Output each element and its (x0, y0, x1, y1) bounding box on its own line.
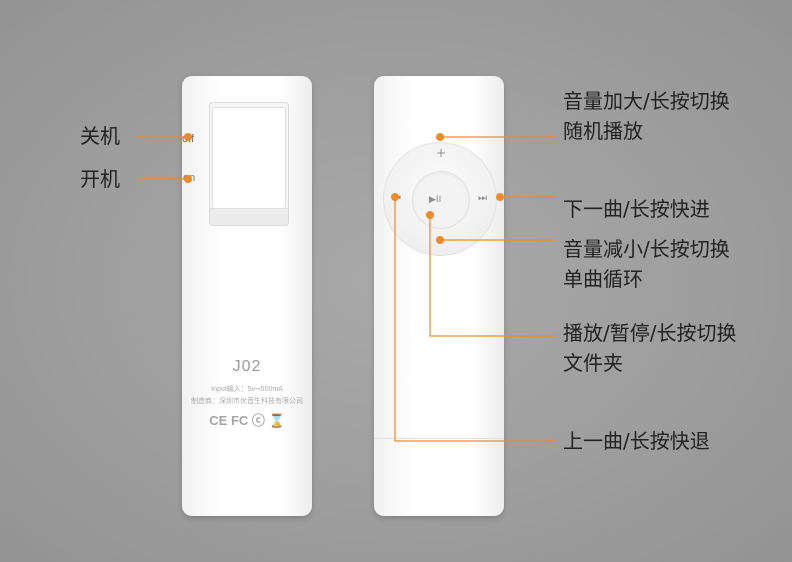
player-back: off on J02 Input输入：5v⎓500mA 制造商：深圳市优音生科技… (182, 76, 312, 516)
dot-volume-up (436, 133, 444, 141)
leader-play-pause (429, 215, 556, 337)
certification-marks: CE FC ⓒ ⌛ (209, 413, 285, 428)
label-play-pause: 播放/暂停/长按切换 文件夹 (563, 318, 736, 378)
label-volume-up-line1: 音量加大/长按切换 (563, 89, 730, 113)
label-volume-down-line1: 音量减小/长按切换 (563, 237, 730, 261)
dot-play-pause (426, 211, 434, 219)
label-volume-down: 音量减小/长按切换 单曲循环 (563, 234, 730, 294)
label-power-on: 开机 (80, 167, 120, 191)
next-icon[interactable]: ⏭ (478, 193, 487, 204)
label-next: 下一曲/长按快进 (563, 197, 710, 221)
label-previous: 上一曲/长按快退 (563, 429, 710, 453)
power-switch-base (210, 208, 288, 225)
input-rating-text: Input输入：5v⎓500mA (211, 386, 283, 393)
label-volume-down-line2: 单曲循环 (563, 267, 643, 291)
model-label: J02 (232, 358, 262, 375)
leader-previous (394, 197, 556, 442)
play-pause-icon: ▶II (429, 195, 442, 205)
dot-power-on (184, 175, 192, 183)
label-power-off: 关机 (80, 124, 120, 148)
plus-icon[interactable]: + (436, 146, 447, 160)
power-switch[interactable] (209, 102, 289, 226)
dot-next (496, 193, 504, 201)
usb-cap-seam (374, 438, 504, 439)
label-play-pause-line1: 播放/暂停/长按切换 (563, 321, 737, 345)
dot-power-off (184, 133, 192, 141)
dot-volume-down (436, 236, 444, 244)
player-front: + ⏮ ⏭ ▶II (374, 76, 504, 516)
label-volume-up-line2: 随机播放 (563, 119, 643, 143)
play-pause-button[interactable]: ▶II (412, 171, 470, 229)
label-play-pause-line2: 文件夹 (563, 351, 623, 375)
control-wheel[interactable]: + ⏮ ⏭ ▶II (383, 142, 497, 256)
label-volume-up: 音量加大/长按切换 随机播放 (563, 86, 730, 146)
manufacturer-text: 制造商：深圳市优音生科技有限公司 (191, 398, 303, 405)
dot-previous (391, 193, 399, 201)
